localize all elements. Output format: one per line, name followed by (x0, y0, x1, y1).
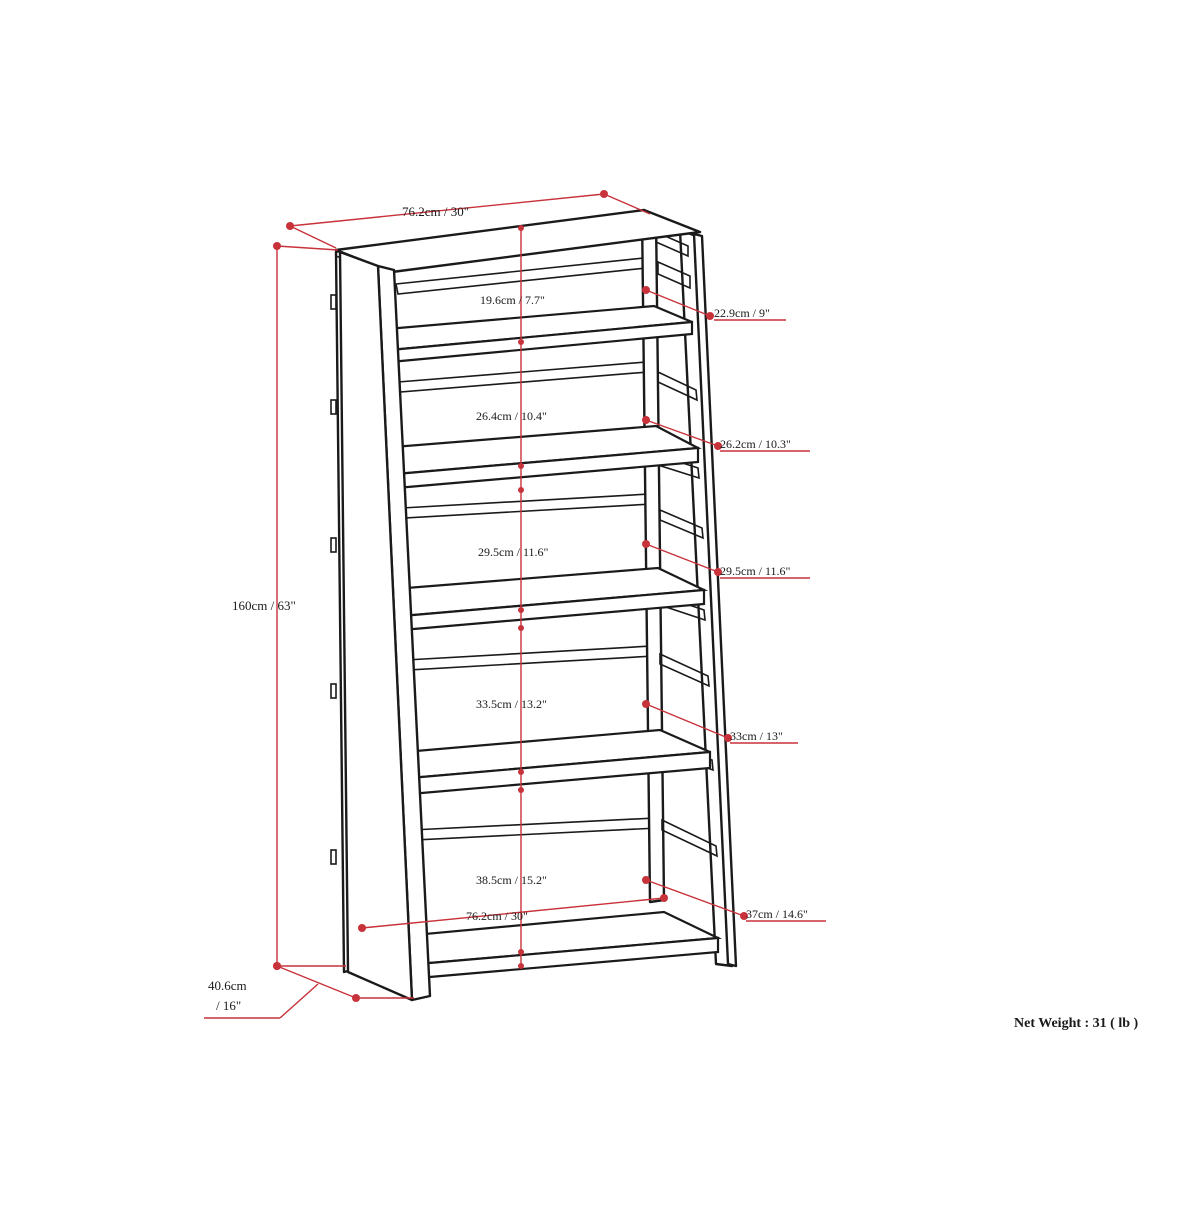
shelf-depth-dimension-line-1-endpoint (706, 312, 714, 320)
shelf-gap-label-1: 19.6cm / 7.7" (480, 293, 545, 307)
shelf-gap-marker (518, 487, 524, 493)
shelf-depth-label-5: 37cm / 14.6" (746, 907, 808, 921)
bottom-width-dimension-line-endpoint (358, 924, 366, 932)
shelf-depth-label-1: 22.9cm / 9" (714, 306, 770, 320)
dimension-lines (204, 190, 826, 1019)
shelf-depth-dimension-line-5 (645, 879, 745, 917)
shelf-gap-marker (518, 769, 524, 775)
front-right-leg (692, 232, 738, 968)
shelf-depth-dimension-line-3-endpoint (642, 540, 650, 548)
bottom-width-label: 76.2cm / 30" (466, 909, 528, 923)
shelf-depth-label-3: 29.5cm / 11.6" (720, 564, 791, 578)
shelf-gap-label-2: 26.4cm / 10.4" (476, 409, 547, 423)
bottom-width-dimension-line-endpoint (660, 894, 668, 902)
shelf-depth-dimension-line-4-endpoint (642, 700, 650, 708)
shelf-gap-marker (518, 225, 524, 231)
top-width-extension-left (289, 225, 337, 249)
shelf-depth-dimension-line-4 (645, 703, 729, 739)
shelf-depth-labels: 22.9cm / 9" 26.2cm / 10.3" 29.5cm / 11.6… (714, 306, 808, 921)
depth-label-line2: / 16" (216, 998, 241, 1013)
top-width-extension-right (603, 193, 651, 215)
shelf-1 (347, 304, 694, 364)
depth-label-line1: 40.6cm (208, 978, 247, 993)
shelf-gap-marker (518, 963, 524, 969)
shelf-depth-label-4: 33cm / 13" (730, 729, 783, 743)
bottom-width-dimension-line (361, 897, 665, 929)
shelf-depth-dimension-line-4-endpoint (724, 734, 732, 742)
wall-brackets (330, 294, 337, 865)
shelf-gap-label-5: 38.5cm / 15.2" (476, 873, 547, 887)
shelf-gap-marker (518, 787, 524, 793)
shelf-gap-marker (518, 339, 524, 345)
shelf-gap-marker (518, 607, 524, 613)
shelf-depth-dimension-line-2-endpoint (642, 416, 650, 424)
shelf-gap-marker (518, 625, 524, 631)
shelf-gap-label-4: 33.5cm / 13.2" (476, 697, 547, 711)
depth-dimension-line (276, 965, 357, 999)
shelves (347, 304, 723, 980)
shelf-gap-label-3: 29.5cm / 11.6" (478, 545, 549, 559)
shelf-gap-labels: 19.6cm / 7.7" 26.4cm / 10.4" 29.5cm / 11… (476, 293, 549, 887)
shelf-depth-dimension-line-5-endpoint (740, 912, 748, 920)
front-left-leg-outer (338, 250, 414, 1002)
net-weight-label: Net Weight : 31 ( lb ) (1014, 1016, 1139, 1031)
height-extension-top (276, 245, 339, 251)
shelf-depth-dimension-line-1 (645, 289, 711, 317)
shelf-gap-marker (518, 463, 524, 469)
shelf-depth-dimension-line-2-endpoint (714, 442, 722, 450)
shelf-2 (352, 424, 702, 490)
shelf-gap-marker (518, 949, 524, 955)
bookshelf-drawing (330, 208, 738, 1002)
shelf-depth-label-2: 26.2cm / 10.3" (720, 437, 791, 451)
height-label: 160cm / 63" (232, 598, 296, 613)
top-width-label: 76.2cm / 30" (402, 204, 469, 219)
shelf-depth-dimension-line-5-endpoint (642, 876, 650, 884)
shelf-5 (359, 910, 723, 980)
shelf-depth-dimension-line-2 (645, 419, 719, 447)
top-width-dimension-line (289, 193, 605, 227)
shelf-depth-dimension-line-3 (645, 543, 719, 573)
depth-leader (279, 983, 319, 1019)
depth-dimension-line-endpoint (273, 962, 281, 970)
shelf-depth-dimension-line-3-endpoint (714, 568, 722, 576)
shelf-depth-dimension-line-1-endpoint (642, 286, 650, 294)
